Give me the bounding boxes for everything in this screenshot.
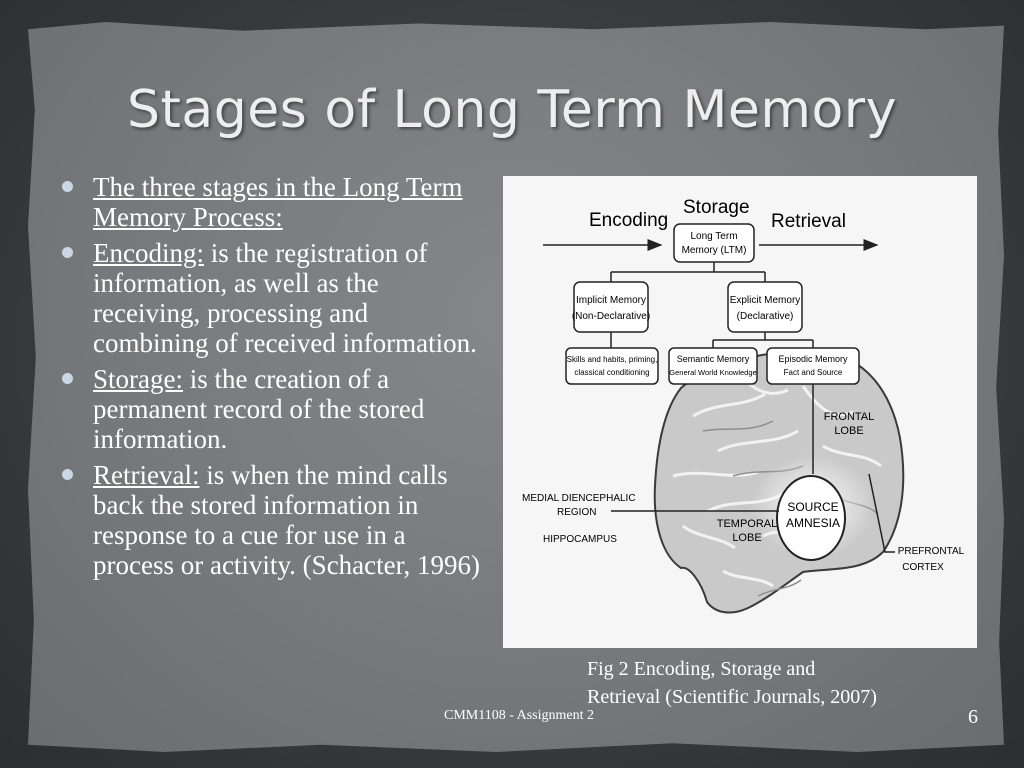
episodic-label: Episodic Memory [778, 354, 848, 364]
caption-line: Fig 2 Encoding, Storage and [587, 658, 816, 680]
bullet-heading: Retrieval: [93, 460, 200, 490]
explicit-memory-box [727, 281, 803, 333]
prefrontal-pointer-line [868, 473, 895, 553]
bullet-item: Retrieval: is when the mind calls back t… [60, 460, 490, 580]
ltm-label: Long Term [690, 231, 737, 242]
temporal-lobe-label: TEMPORAL [717, 518, 778, 530]
ltm-box [673, 223, 755, 263]
semantic-memory-box [668, 347, 758, 385]
implicit-label: (Non-Declarative) [572, 311, 650, 322]
encoding-label: Encoding [589, 210, 668, 231]
caption-line: Retrieval (Scientific Journals, 2007) [587, 686, 877, 708]
frontal-lobe-label: LOBE [834, 425, 863, 437]
bullet-heading: Encoding: [93, 238, 204, 268]
semantic-label: General World Knowledge [669, 368, 756, 377]
retrieval-label: Retrieval [771, 211, 846, 232]
bullet-icon [62, 181, 73, 192]
implicit-memory-box [573, 281, 649, 333]
slide-footer: CMM1108 - Assignment 2 [444, 708, 594, 723]
hippocampus-label: HIPPOCAMPUS [543, 534, 617, 545]
medial-diencephalic-label: REGION [557, 507, 596, 518]
memory-diagram: Encoding Storage Retrieval Long Term Mem… [522, 197, 965, 614]
frontal-lobe-label: FRONTAL [824, 411, 875, 423]
skills-label: Skills and habits, priming, [567, 355, 658, 364]
bullet-heading: Storage: [93, 364, 183, 394]
prefrontal-cortex-label: PREFRONTAL [898, 546, 965, 557]
semantic-label: Semantic Memory [677, 354, 750, 364]
bullet-text: is the registration of information, as w… [93, 238, 477, 358]
bullet-item: Storage: is the creation of a permanent … [60, 364, 490, 454]
bullet-list: The three stages in the Long Term Memory… [60, 172, 490, 586]
explicit-label: Explicit Memory [730, 295, 801, 306]
figure-caption: Fig 2 Encoding, Storage and Retrieval (S… [587, 655, 967, 711]
source-amnesia-label: AMNESIA [786, 516, 840, 530]
prefrontal-cortex-label: CORTEX [902, 562, 944, 573]
medial-diencephalic-label: MEDIAL DIENCEPHALIC [522, 493, 636, 504]
episodic-label: Fact and Source [784, 368, 843, 377]
bullet-icon [62, 469, 73, 480]
source-amnesia-label: SOURCE [787, 500, 838, 514]
slide-title: Stages of Long Term Memory [127, 80, 897, 140]
storage-label: Storage [683, 197, 750, 218]
memory-diagram-figure: Encoding Storage Retrieval Long Term Mem… [503, 176, 977, 648]
bullet-item: Encoding: is the registration of informa… [60, 238, 490, 358]
bullet-icon [62, 247, 73, 258]
bullet-text: is when the mind calls back the stored i… [93, 460, 481, 580]
ltm-label: Memory (LTM) [682, 245, 747, 256]
tree-connector [610, 332, 814, 348]
temporal-lobe-label: LOBE [732, 532, 761, 544]
slide-number: 6 [968, 706, 978, 728]
skills-box [565, 347, 659, 385]
explicit-label: (Declarative) [737, 311, 794, 322]
bullet-item: The three stages in the Long Term Memory… [60, 172, 490, 232]
bullet-heading: The three stages in the Long Term Memory… [93, 172, 463, 232]
bullet-text: is the creation of a permanent record of… [93, 364, 425, 454]
implicit-label: Implicit Memory [576, 295, 646, 306]
tree-connector [610, 262, 766, 282]
bullet-icon [62, 373, 73, 384]
brain-illustration [653, 350, 905, 614]
skills-label: classical conditioning [574, 368, 649, 377]
